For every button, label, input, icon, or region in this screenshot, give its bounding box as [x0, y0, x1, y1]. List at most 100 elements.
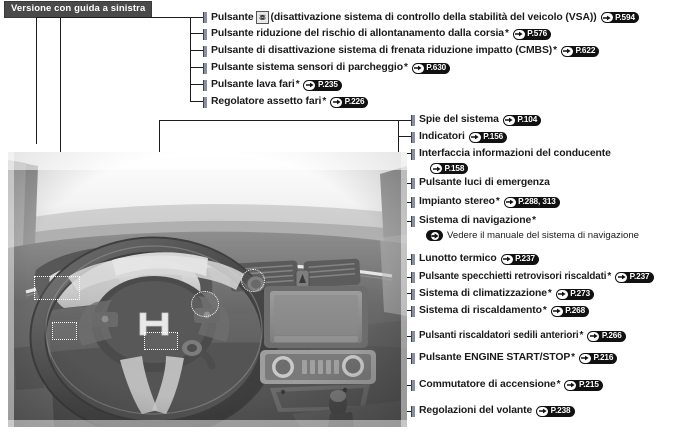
- label-headlight-aim-control[interactable]: Regolatore assetto fari * P.226: [203, 96, 369, 108]
- page-number: P.215: [578, 380, 599, 389]
- callout-box-headlight-aim-area: [52, 322, 77, 340]
- label-prefix: Pulsante: [211, 11, 254, 23]
- label-text: Lunotto termico: [419, 253, 497, 264]
- page-ref-pill[interactable]: P.268: [550, 305, 590, 317]
- label-ignition-switch[interactable]: Commutatore di accensione * P.215: [411, 379, 603, 391]
- label-climate-control-system[interactable]: Sistema di climatizzazione * P.273: [411, 288, 595, 300]
- label-bullet: [411, 253, 415, 265]
- asterisk-marker: *: [403, 62, 408, 73]
- label-rear-window-defogger[interactable]: Lunotto termico P.237: [411, 253, 539, 265]
- page-number: P.237: [515, 254, 535, 263]
- leader-line: [190, 84, 203, 85]
- right-arrow-icon: [304, 80, 316, 90]
- label-hazard-lights-button[interactable]: Pulsante luci di emergenza: [411, 177, 550, 189]
- label-vsa-button[interactable]: Pulsante (disattivazione sistema di cont…: [203, 11, 639, 24]
- label-text: Pulsante di disattivazione sistema di fr…: [211, 45, 553, 56]
- right-arrow-icon: [469, 132, 481, 142]
- right-arrow-icon: [579, 353, 591, 363]
- page-ref-pill[interactable]: P.622: [560, 45, 600, 57]
- label-bullet: [411, 215, 415, 227]
- page-ref-pill[interactable]: P.156: [468, 131, 508, 143]
- page-ref-pill[interactable]: P.216: [578, 352, 618, 364]
- right-arrow-icon: [601, 13, 613, 22]
- label-headlight-washer-button[interactable]: Pulsante lava fari * P.235: [203, 79, 342, 91]
- label-bullet: [411, 305, 415, 317]
- right-arrow-icon: [537, 406, 549, 416]
- page-ref-pill[interactable]: P.576: [512, 28, 552, 40]
- page-ref-pill[interactable]: P.594: [600, 12, 639, 23]
- page-ref-pill[interactable]: P.235: [303, 79, 342, 91]
- leader-line: [190, 67, 203, 68]
- page-ref-pill[interactable]: P.273: [555, 288, 595, 300]
- page-ref-pill[interactable]: P.238: [536, 405, 575, 417]
- label-bullet: [411, 148, 415, 160]
- label-text: Sistema di climatizzazione: [419, 288, 547, 299]
- label-system-indicators[interactable]: Spie del sistema P.104: [411, 114, 542, 126]
- asterisk-marker: *: [322, 96, 327, 107]
- asterisk-marker: *: [571, 352, 575, 363]
- label-audio-system[interactable]: Impianto stereo * P.288, 313: [411, 196, 560, 208]
- callout-box-vsa-area: [34, 276, 80, 300]
- page-number: P.158: [444, 163, 465, 173]
- right-arrow-icon: [412, 63, 424, 73]
- page-ref-pill[interactable]: P.104: [502, 114, 542, 126]
- page-ref-pill[interactable]: P.226: [330, 96, 369, 108]
- label-bullet: [411, 352, 415, 364]
- label-bullet: [203, 96, 207, 108]
- leader-line: [60, 17, 61, 171]
- page-ref-pill[interactable]: P.288, 313: [503, 196, 560, 208]
- page-number: P.576: [527, 29, 548, 38]
- label-navigation-system[interactable]: Sistema di navigazione *: [411, 215, 536, 227]
- right-arrow-icon: [513, 29, 525, 39]
- label-text: Indicatori: [419, 131, 465, 142]
- asterisk-marker: *: [542, 305, 547, 316]
- dashboard-illustration: [8, 152, 407, 427]
- right-arrow-icon: [551, 306, 563, 316]
- right-arrow-icon: [426, 230, 443, 241]
- navigation-system-note: Vedere il manuale del sistema di navigaz…: [426, 230, 639, 241]
- vsa-skid-icon: [255, 11, 269, 24]
- label-lane-departure-button[interactable]: Pulsante riduzione del rischio di allont…: [203, 28, 552, 40]
- page-ref-pill[interactable]: P.630: [411, 62, 451, 74]
- label-parking-sensors-button[interactable]: Pulsante sistema sensori di parcheggio *…: [203, 62, 451, 74]
- label-text: Pulsante riduzione del rischio di allont…: [211, 28, 504, 39]
- page-ref-pill[interactable]: P.266: [587, 330, 626, 342]
- label-heating-system[interactable]: Sistema di riscaldamento * P.268: [411, 305, 590, 317]
- label-driver-information-interface-page[interactable]: P.158: [430, 163, 469, 174]
- asterisk-marker: *: [556, 379, 561, 390]
- asterisk-marker: *: [505, 28, 509, 39]
- right-arrow-icon: [588, 331, 600, 341]
- label-bullet: [203, 45, 207, 57]
- asterisk-marker: *: [532, 215, 536, 226]
- right-arrow-icon: [501, 254, 513, 264]
- page-number: P.630: [426, 63, 447, 72]
- leader-line: [190, 50, 203, 51]
- label-cmbs-off-button[interactable]: Pulsante di disattivazione sistema di fr…: [203, 45, 600, 57]
- asterisk-marker: *: [553, 45, 557, 56]
- label-steering-wheel-adjustments[interactable]: Regolazioni del volante P.238: [411, 405, 575, 417]
- page-ref-pill[interactable]: P.237: [500, 253, 539, 265]
- version-badge: Versione con guida a sinistra: [4, 1, 153, 18]
- label-engine-start-stop-button[interactable]: Pulsante ENGINE START/STOP * P.216: [411, 352, 618, 364]
- label-text: Pulsante specchietti retrovisori riscald…: [419, 271, 607, 282]
- page-number: P.622: [575, 46, 596, 55]
- label-front-seat-heaters-buttons[interactable]: Pulsanti riscaldatori sedili anteriori *…: [411, 330, 626, 342]
- label-heated-mirrors-button[interactable]: Pulsante specchietti retrovisori riscald…: [411, 271, 654, 283]
- label-driver-information-interface[interactable]: Interfaccia informazioni del conducente: [411, 148, 611, 160]
- label-gauges[interactable]: Indicatori P.156: [411, 131, 508, 143]
- leader-line: [398, 136, 411, 137]
- callout-circle-ignition: [191, 291, 219, 317]
- label-text: Spie del sistema: [419, 114, 499, 125]
- label-text: Pulsante ENGINE START/STOP: [419, 352, 571, 363]
- callout-circle-start-stop: [241, 269, 265, 292]
- label-bullet: [203, 28, 207, 40]
- leader-line: [36, 17, 191, 18]
- leader-line: [36, 17, 37, 143]
- right-arrow-icon: [616, 272, 628, 282]
- page-number: P.273: [570, 289, 591, 298]
- page-ref-pill[interactable]: P.237: [615, 271, 654, 283]
- label-bullet: [411, 271, 415, 283]
- label-bullet: [411, 131, 415, 143]
- page-ref-pill[interactable]: P.158: [430, 163, 469, 174]
- page-ref-pill[interactable]: P.215: [564, 379, 603, 391]
